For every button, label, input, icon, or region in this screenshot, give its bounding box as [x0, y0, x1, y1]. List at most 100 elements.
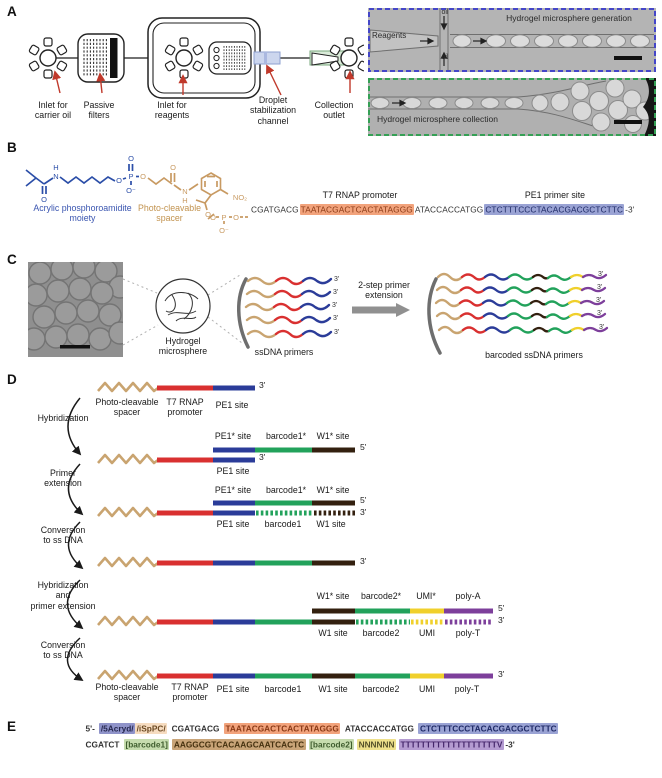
three-prime: 3': [598, 271, 603, 278]
construct-row4: [96, 556, 355, 568]
label-t7-promoter: T7 RNAP promoter: [322, 190, 398, 200]
three-prime: 3': [597, 284, 602, 291]
atom: O⁻: [126, 186, 136, 195]
row3-label-w1site: W1 site: [316, 519, 346, 529]
microfluidic-chip-schematic: [27, 17, 364, 99]
label-inlet-carrier-oil: Inlet for carrier oil: [34, 100, 72, 121]
microsphere-surface-arc: [237, 277, 250, 349]
e-photocleavable: /iSpPC/: [135, 722, 168, 734]
label-hydrogel-microsphere: Hydrogel microsphere: [158, 336, 208, 357]
construct-row3: [96, 500, 355, 518]
full-oligo-sequence-line2: CGATCT[barcode1]AAGGCGTCACAAGCAATCACTC[b…: [84, 738, 516, 750]
construct-row5: [96, 608, 493, 627]
atom: O⁻: [219, 226, 229, 235]
atom: O: [140, 172, 146, 181]
three-prime: 3': [332, 302, 337, 309]
row3-label-barcode1: barcode1: [264, 519, 302, 529]
extension-arrow: [352, 303, 410, 317]
acrylic-moiety-bonds: [25, 164, 139, 194]
collection-funnel: [309, 50, 345, 66]
flow-arrows: [420, 16, 488, 66]
row6-label-barcode2: barcode2: [362, 684, 400, 694]
atom: O: [205, 210, 211, 219]
barcoded-ssdna-primers: [434, 272, 609, 335]
chip-body: [147, 17, 261, 99]
e-w1-sequence: AAGGCGTCACAAGCAATCACTC: [172, 738, 306, 750]
row6-label-pe1site: PE1 site: [216, 684, 250, 694]
label-oil-top: oil: [441, 9, 449, 16]
dotted-connectors: [122, 274, 243, 346]
seq-pe1-site: CTCTTTCCCTACACGACGCTCTTC: [484, 203, 625, 215]
row6-label-umi: UMI: [418, 684, 436, 694]
row2-3prime: 3': [259, 452, 266, 462]
scale-bar: [614, 120, 642, 124]
label-passive-filters: Passive filters: [83, 100, 115, 121]
seq-t7-promoter: TAATACGACTCACTATAGGG: [299, 203, 414, 215]
micrograph-generation: [368, 8, 656, 72]
row2-label-bc1star: barcode1*: [265, 431, 307, 441]
atom: H: [53, 163, 58, 172]
label-photocleavable-spacer: Photo-cleavable spacer: [137, 203, 202, 224]
row5-label-w1site: W1 site: [318, 628, 348, 638]
hydrogel-microsphere-cartoon: [155, 278, 211, 334]
row6-label-barcode1: barcode1: [264, 684, 302, 694]
row3-label-pe1site: PE1 site: [216, 519, 250, 529]
panel-letter-b: B: [7, 140, 17, 155]
label-collection-outlet: Collection outlet: [314, 100, 354, 121]
label-oil-bottom: oil: [441, 54, 449, 61]
e-t7-promoter: TAATACGACTCACTATAGGG: [223, 722, 341, 734]
atom: N: [53, 172, 58, 181]
row1-3prime: 3': [259, 380, 266, 390]
row1-label-spacer: Photo-cleavable spacer: [95, 397, 159, 418]
atom: O: [170, 163, 176, 172]
row3-label-w1star: W1* site: [316, 485, 350, 495]
three-prime: 3': [599, 324, 604, 331]
photocleavable-spacer-bonds: [147, 172, 250, 224]
row5-label-bc2star: barcode2*: [360, 591, 402, 601]
label-2step-extension: 2-step primer extension: [358, 280, 410, 301]
step-conversion-2: Conversion to ss DNA: [40, 640, 86, 661]
row1-label-pe1: PE1 site: [215, 400, 249, 410]
panel-letter-c: C: [7, 252, 17, 267]
green-dashed-border: [368, 78, 656, 136]
label-acrylic-moiety: Acrylic phosphoroamidite moiety: [33, 203, 132, 224]
atom: P: [221, 213, 226, 222]
seq-mid: ATACCACCATGG: [414, 204, 484, 214]
atom: O: [210, 213, 216, 222]
atom: N: [182, 187, 187, 196]
atom: O: [233, 213, 239, 222]
e-pre2: CGATCT: [85, 739, 120, 749]
three-prime: 3': [334, 276, 339, 283]
row5-label-umi: UMI: [418, 628, 436, 638]
seq-end: -3': [625, 204, 635, 214]
label-reagents: Reagents: [372, 31, 407, 40]
e-mid: ATACCACCATGG: [344, 723, 414, 733]
three-prime-tips-right: 3' 3' 3' 3' 3': [596, 271, 604, 331]
row6-3prime: 3': [498, 669, 505, 679]
e-umi: NNNNNN: [357, 738, 397, 750]
row2-label-w1star: W1* site: [316, 431, 350, 441]
panel-letter-e: E: [7, 719, 17, 734]
label-inlet-reagents: Inlet for reagents: [154, 100, 190, 121]
flow-arrow: [392, 99, 407, 107]
atom-labels: H N O O P O O⁻ O O N H NO₂ O O P O⁻ O: [41, 154, 247, 235]
micrograph-collection: [368, 78, 656, 136]
row5-label-barcode2: barcode2: [362, 628, 400, 638]
three-prime: 3': [333, 289, 338, 296]
row2-label-pe1star: PE1* site: [214, 431, 252, 441]
inner-filter: [208, 41, 252, 75]
row2-label-pe1site: PE1 site: [216, 466, 250, 476]
label-microsphere-collection: Hydrogel microsphere collection: [377, 114, 498, 124]
atom: P: [128, 172, 133, 181]
row6-label-spacer: Photo-cleavable spacer: [95, 682, 159, 703]
oligo-chemical-structure: H N O O P O O⁻ O O N H NO₂ O O P O⁻ O: [25, 154, 250, 235]
row3-5prime: 5': [360, 495, 367, 505]
label-barcoded-primers: barcoded ssDNA primers: [485, 350, 583, 360]
e-3prime: -3': [505, 739, 515, 749]
generation-droplets: [452, 34, 650, 48]
row4-3prime: 3': [360, 556, 367, 566]
row5-label-w1star: W1* site: [316, 591, 350, 601]
